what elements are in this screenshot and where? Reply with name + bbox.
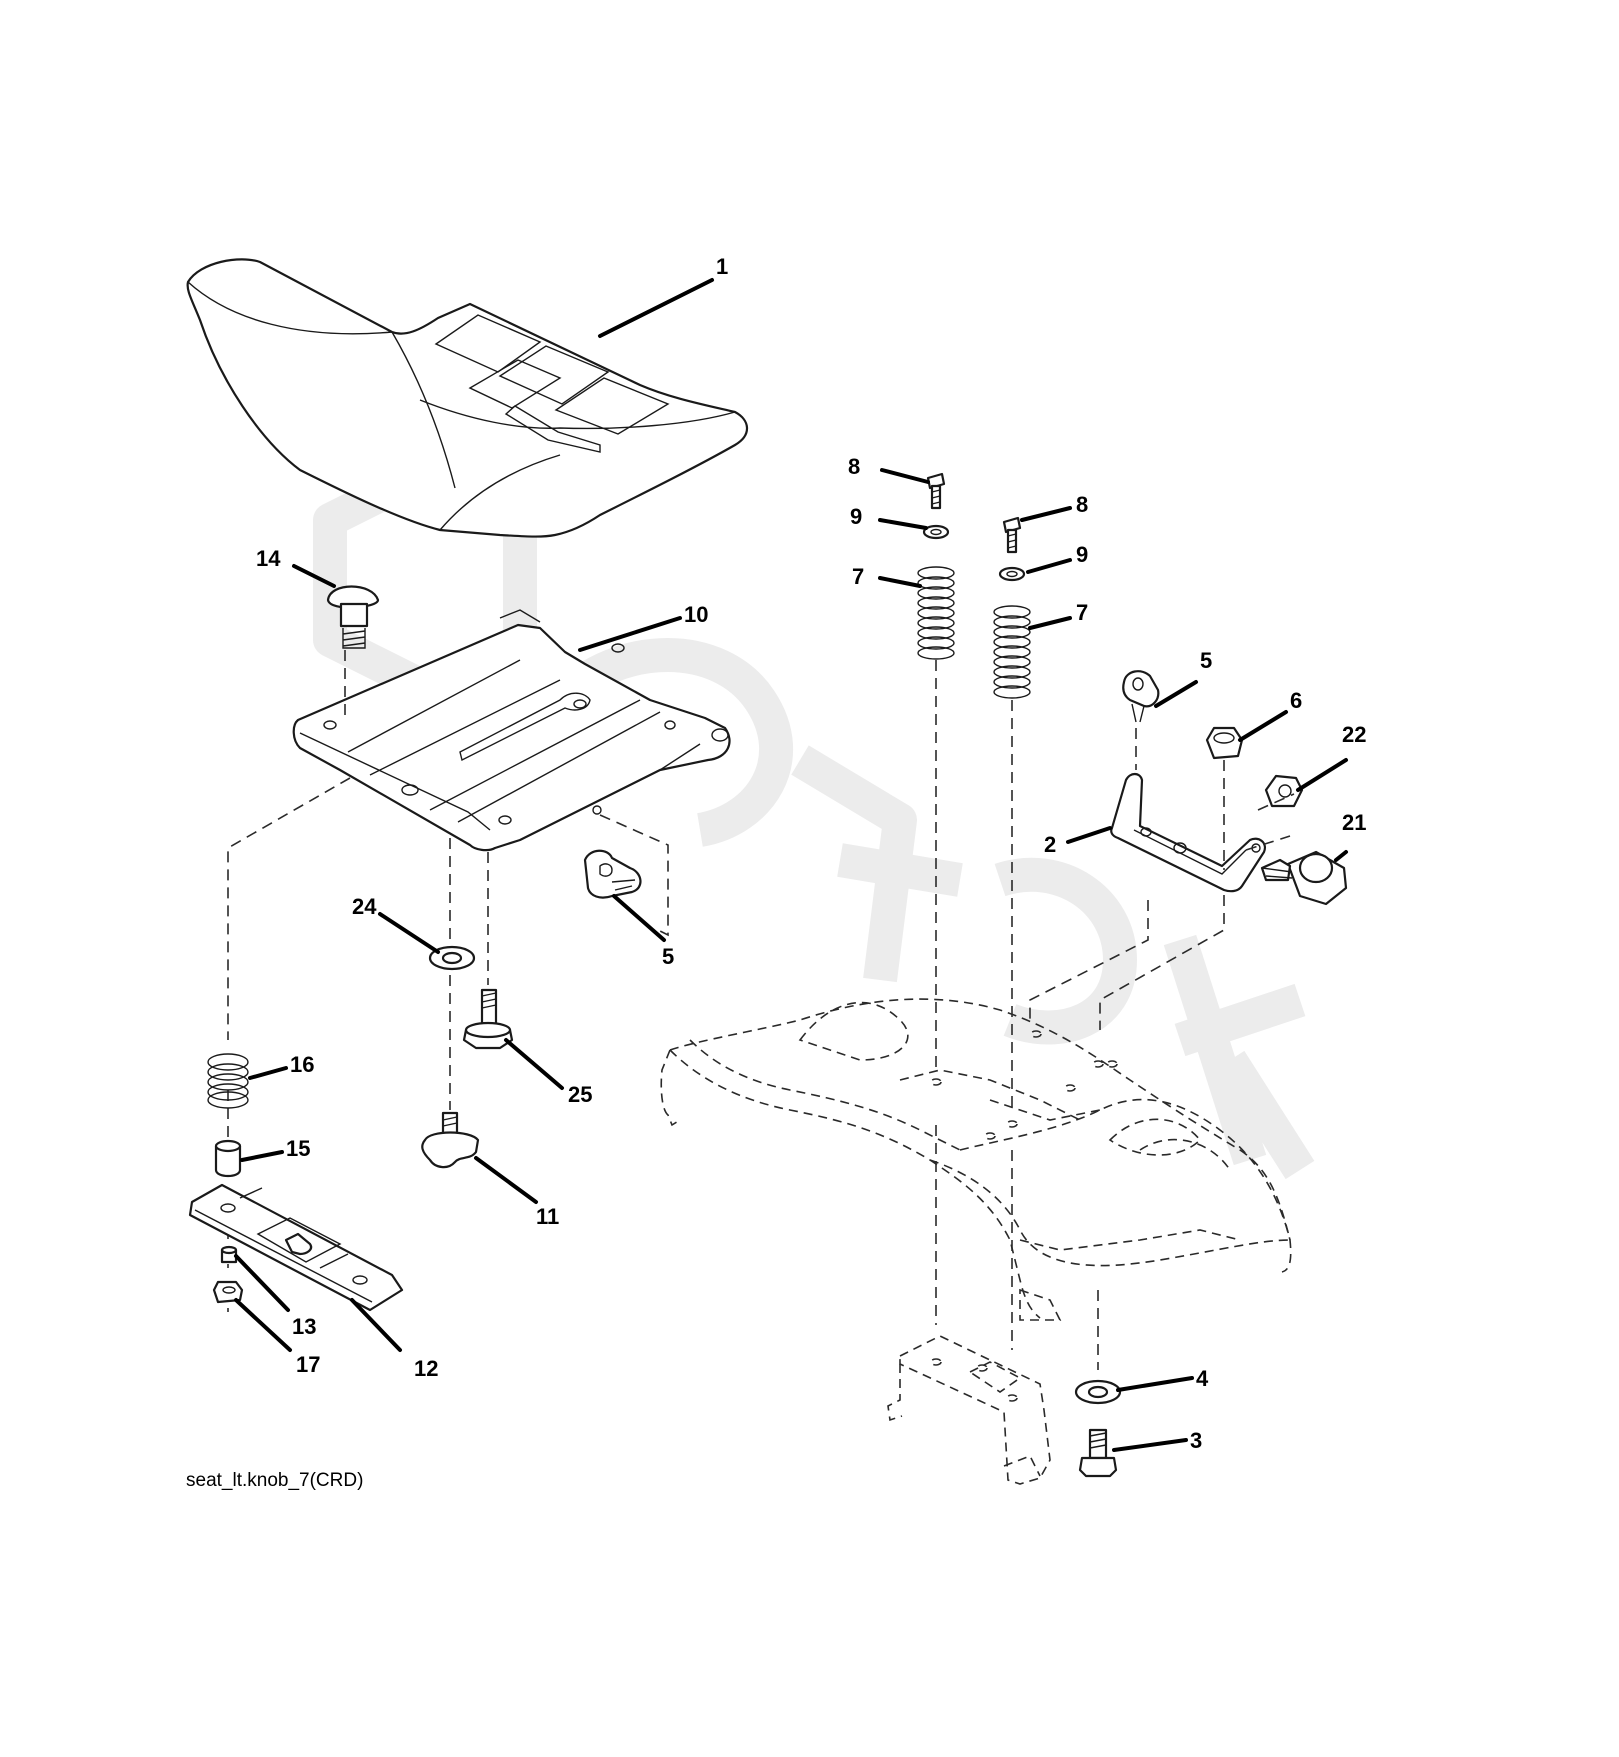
slide-plate-12 [188, 1183, 404, 1312]
seat-pan [292, 609, 731, 852]
washer-24 [428, 945, 476, 971]
bolt-3 [1078, 1428, 1118, 1478]
washer-9-right [998, 566, 1026, 582]
spacer-15 [214, 1139, 242, 1178]
spring-7-right [993, 605, 1031, 699]
seat [186, 258, 749, 538]
tractor-frame-phantom [660, 998, 1292, 1321]
callout-15: 15 [286, 1136, 310, 1161]
knob-11 [421, 1111, 480, 1169]
callout-21: 21 [1342, 810, 1366, 835]
washer-4 [1074, 1379, 1122, 1405]
callout-8-right: 8 [1076, 492, 1088, 517]
callout-7-left: 7 [852, 564, 864, 589]
callout-12: 12 [414, 1356, 438, 1381]
spring-7-left [917, 566, 955, 660]
callout-10: 10 [684, 602, 708, 627]
callout-1: 1 [716, 254, 728, 279]
washer-9-left [922, 524, 950, 540]
bolt-8-right [1002, 516, 1022, 554]
bolt-8-left [926, 472, 946, 510]
callout-3: 3 [1190, 1428, 1202, 1453]
bushing-13 [220, 1245, 238, 1264]
diagram-code-label: seat_lt.knob_7(CRD) [186, 1470, 364, 1491]
lower-bracket-phantom [887, 1335, 1051, 1485]
nut-22 [1264, 774, 1304, 808]
callout-5-left: 5 [662, 944, 674, 969]
clip-5-left [583, 849, 642, 899]
spring-16 [207, 1053, 249, 1109]
bolt-21 [1260, 850, 1348, 906]
callout-17: 17 [296, 1352, 320, 1377]
carriage-bolt-14 [326, 585, 380, 649]
shoulder-bolt-25 [462, 988, 514, 1050]
callout-6: 6 [1290, 688, 1302, 713]
callout-16: 16 [290, 1052, 314, 1077]
callout-4: 4 [1196, 1366, 1209, 1391]
bracket-2 [1110, 772, 1266, 893]
callout-9-right: 9 [1076, 542, 1088, 567]
callout-22: 22 [1342, 722, 1366, 747]
nut-17 [212, 1280, 244, 1304]
callout-24: 24 [352, 894, 377, 919]
clip-5-right [1122, 670, 1160, 723]
callout-7-right: 7 [1076, 600, 1088, 625]
callout-11: 11 [536, 1204, 559, 1229]
callout-5-right: 5 [1200, 648, 1212, 673]
callout-13: 13 [292, 1314, 316, 1339]
callout-labels: 1 14 10 8 9 7 8 9 7 5 6 22 21 2 24 5 25 … [256, 254, 1366, 1453]
leader-lines [234, 278, 1348, 1452]
callout-14: 14 [256, 546, 281, 571]
callout-8-left: 8 [848, 454, 860, 479]
callout-25: 25 [568, 1082, 592, 1107]
callout-9-left: 9 [850, 504, 862, 529]
nut-6 [1205, 726, 1244, 760]
callout-2: 2 [1044, 832, 1056, 857]
